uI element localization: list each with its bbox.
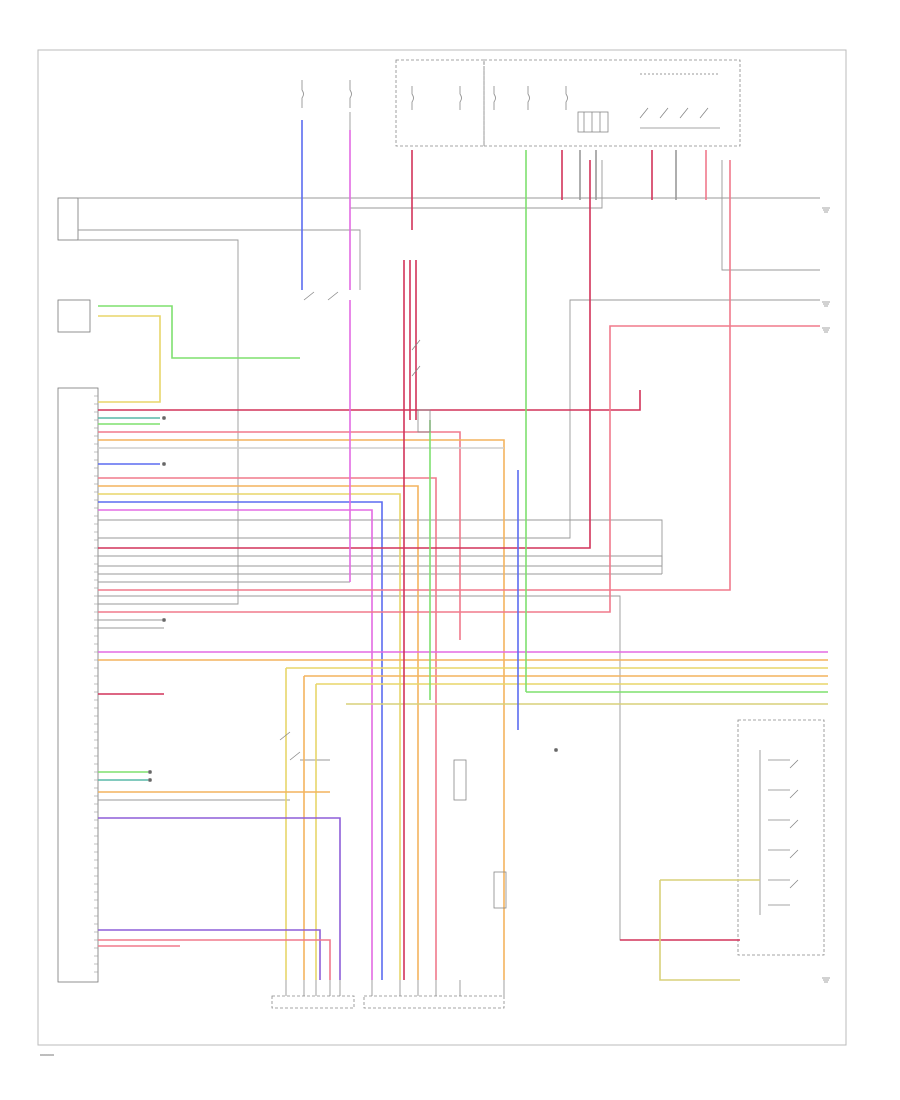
fuse-symbols [301,80,720,133]
top-fuse-boxes [301,59,741,147]
wire-red-main [98,390,641,411]
wire-purple-v1 [98,817,341,980]
diagram-frame [37,49,847,1046]
left-ground-box [57,197,79,241]
bottom-pin-stubs [285,980,505,996]
wire-pink-2 [98,477,437,980]
ecm-body [57,387,99,983]
wire-pink-4 [98,325,820,613]
wire-orange-2 [98,485,419,980]
colored-wires [98,120,828,981]
combination-switch [737,719,825,956]
wire-pink-3 [98,160,731,591]
combination-switch-box [737,719,825,956]
wire-yellow-2 [98,493,401,980]
ecm-pin-ticks [94,395,98,973]
components [147,207,830,983]
left-switch-box [57,299,91,333]
plain-wires [78,112,820,941]
ecm-connector [57,197,99,983]
wire-green-1 [98,305,300,359]
wire-blue-2 [98,501,383,980]
fuse-box-right [483,59,741,147]
wire-yellow-1 [98,315,161,403]
wire-red-2 [98,160,591,549]
wire-olive-v2 [659,880,740,981]
bottom-connector-left [271,995,355,1009]
footer-stamp: xxxxxxx [40,1053,54,1057]
wire-orange-1 [98,439,505,980]
fuse-box-left [395,59,485,147]
wire-purple-2 [98,929,321,980]
bottom-connector-right [363,995,505,1009]
wire-pink-5 [98,939,331,980]
wire-magenta-1 [98,509,373,980]
bottom-connectors [271,995,505,1009]
wire-pink-1 [98,431,461,640]
